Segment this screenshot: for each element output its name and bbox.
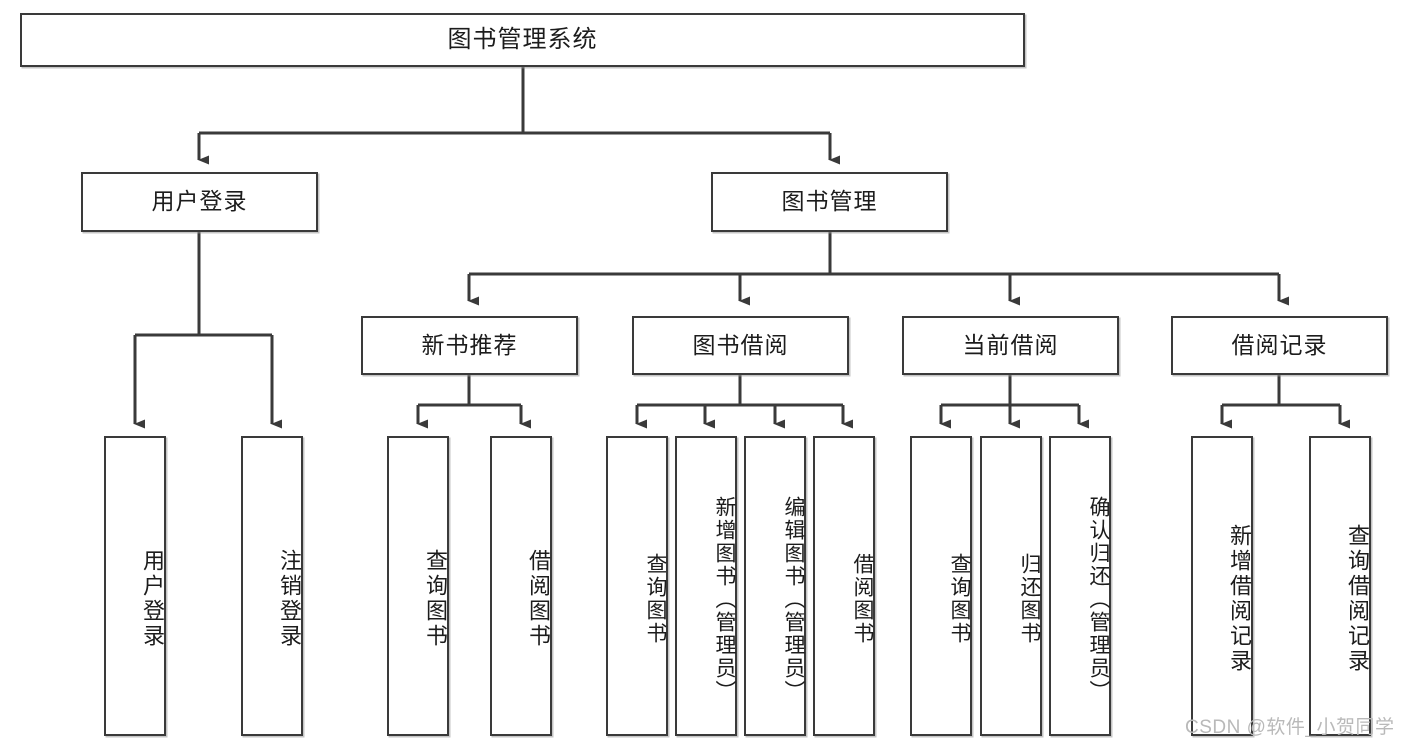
leaf-add-borrow-record[interactable]: 新增借阅记录: [1191, 436, 1253, 736]
leaf-query-book-borrow[interactable]: 查询图书: [606, 436, 668, 736]
node-new-book-recommend[interactable]: 新书推荐: [361, 316, 578, 375]
csdn-watermark: CSDN @软件_小贺同学: [1185, 717, 1395, 738]
leaf-return-book[interactable]: 归还图书: [980, 436, 1042, 736]
leaf-borrow-book-recommend[interactable]: 借阅图书: [490, 436, 552, 736]
node-borrow-record[interactable]: 借阅记录: [1171, 316, 1388, 375]
leaf-add-book-admin[interactable]: 新增图书（管理员）: [675, 436, 737, 736]
node-current-borrow[interactable]: 当前借阅: [902, 316, 1119, 375]
leaf-confirm-return-admin[interactable]: 确认归还（管理员）: [1049, 436, 1111, 736]
leaf-logout-login[interactable]: 注销登录: [241, 436, 303, 736]
node-book-borrow[interactable]: 图书借阅: [632, 316, 849, 375]
leaf-user-login[interactable]: 用户登录: [104, 436, 166, 736]
node-book-management[interactable]: 图书管理: [711, 172, 948, 232]
node-user-login[interactable]: 用户登录: [81, 172, 318, 232]
leaf-edit-book-admin[interactable]: 编辑图书（管理员）: [744, 436, 806, 736]
node-root-system[interactable]: 图书管理系统: [20, 13, 1025, 67]
leaf-query-book-current[interactable]: 查询图书: [910, 436, 972, 736]
leaf-query-borrow-record[interactable]: 查询借阅记录: [1309, 436, 1371, 736]
leaf-borrow-book[interactable]: 借阅图书: [813, 436, 875, 736]
leaf-query-book-recommend[interactable]: 查询图书: [387, 436, 449, 736]
